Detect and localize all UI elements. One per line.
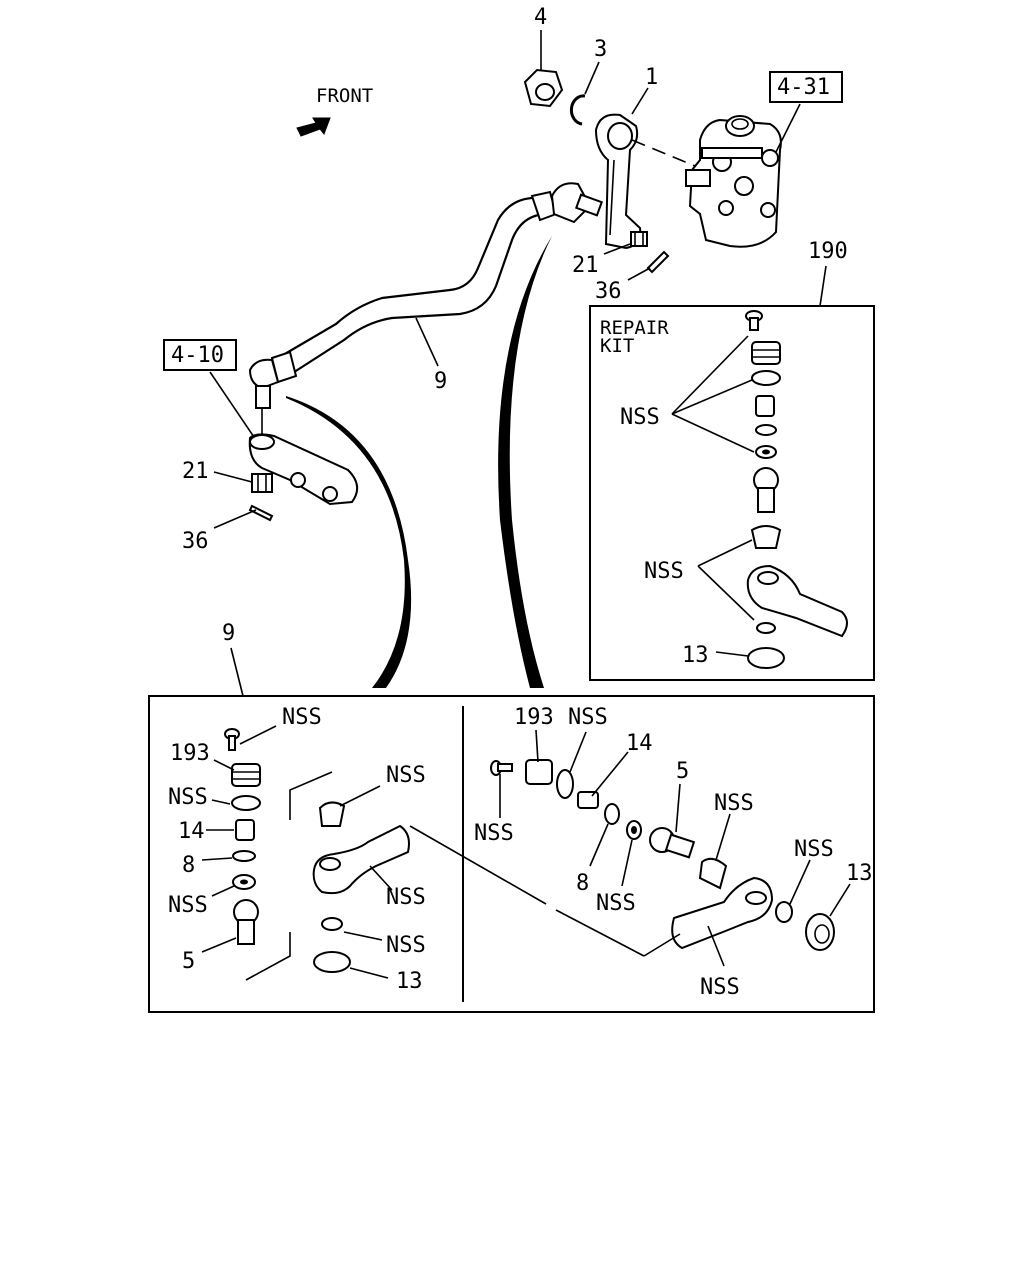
knuckle-arm bbox=[248, 433, 359, 506]
label-part-36-top: 36 bbox=[595, 279, 622, 304]
label-right-nss-cup: NSS bbox=[714, 791, 754, 816]
label-left-nss-ring: NSS bbox=[386, 933, 426, 958]
label-kit-13: 13 bbox=[682, 643, 709, 668]
label-right-8: 8 bbox=[576, 871, 589, 896]
repair-kit-title-2: KIT bbox=[600, 335, 634, 357]
ref-box-4-10 bbox=[163, 339, 237, 371]
label-right-nss-end: NSS bbox=[700, 975, 740, 1000]
label-left-nss-end: NSS bbox=[386, 885, 426, 910]
label-part-190: 190 bbox=[808, 239, 848, 264]
label-kit-nss-2: NSS bbox=[644, 559, 684, 584]
label-left-nss-cup: NSS bbox=[386, 763, 426, 788]
label-left-5: 5 bbox=[182, 949, 195, 974]
label-right-nss-bolt: NSS bbox=[474, 821, 514, 846]
pitman-arm-part-1 bbox=[594, 113, 642, 250]
left-panel-socket bbox=[312, 801, 410, 973]
repair-kit-box bbox=[589, 305, 875, 681]
steering-gear-box bbox=[685, 115, 782, 248]
label-part-4: 4 bbox=[534, 5, 547, 30]
label-part-21-top: 21 bbox=[572, 253, 599, 278]
drag-link-tube-part-9 bbox=[248, 182, 604, 409]
repair-kit-parts bbox=[745, 310, 848, 669]
label-ref-4-31: 4-31 bbox=[777, 75, 830, 100]
label-right-nss-ring: NSS bbox=[794, 837, 834, 862]
label-part-9-tube: 9 bbox=[434, 369, 447, 394]
label-part-3: 3 bbox=[594, 37, 607, 62]
nut-part-4 bbox=[523, 68, 564, 108]
castle-nut-part-21-left bbox=[251, 473, 273, 493]
ref-box-4-31 bbox=[769, 71, 843, 103]
label-left-nss-bolt: NSS bbox=[282, 705, 322, 730]
label-right-193: 193 bbox=[514, 705, 554, 730]
zoom-curve-left bbox=[286, 396, 412, 688]
label-left-193: 193 bbox=[170, 741, 210, 766]
front-arrow-icon bbox=[296, 117, 331, 137]
left-panel-parts bbox=[224, 728, 261, 945]
label-left-nss-seat: NSS bbox=[168, 893, 208, 918]
castle-nut-part-21-top bbox=[630, 231, 648, 247]
label-right-nss-oring: NSS bbox=[568, 705, 608, 730]
label-part-36-left: 36 bbox=[182, 529, 209, 554]
front-label: FRONT bbox=[316, 85, 373, 107]
label-ref-4-10: 4-10 bbox=[171, 343, 224, 368]
label-right-13: 13 bbox=[846, 861, 873, 886]
label-left-13: 13 bbox=[396, 969, 423, 994]
cotter-pin-part-36-left bbox=[248, 504, 274, 522]
label-left-14: 14 bbox=[178, 819, 205, 844]
label-right-14: 14 bbox=[626, 731, 653, 756]
washer-part-3 bbox=[569, 94, 586, 126]
cotter-pin-part-36-top bbox=[646, 250, 670, 274]
label-part-21-left: 21 bbox=[182, 459, 209, 484]
label-right-nss-seat: NSS bbox=[596, 891, 636, 916]
zoom-curve-right bbox=[498, 236, 552, 688]
label-part-9-box: 9 bbox=[222, 621, 235, 646]
label-right-5: 5 bbox=[676, 759, 689, 784]
right-panel-parts bbox=[490, 759, 835, 951]
label-kit-nss-1: NSS bbox=[620, 405, 660, 430]
label-left-nss-oring: NSS bbox=[168, 785, 208, 810]
label-left-8: 8 bbox=[182, 853, 195, 878]
tube-detail-box bbox=[148, 695, 875, 1013]
repair-kit-title: REPAIR bbox=[600, 317, 669, 339]
label-part-1: 1 bbox=[645, 65, 658, 90]
